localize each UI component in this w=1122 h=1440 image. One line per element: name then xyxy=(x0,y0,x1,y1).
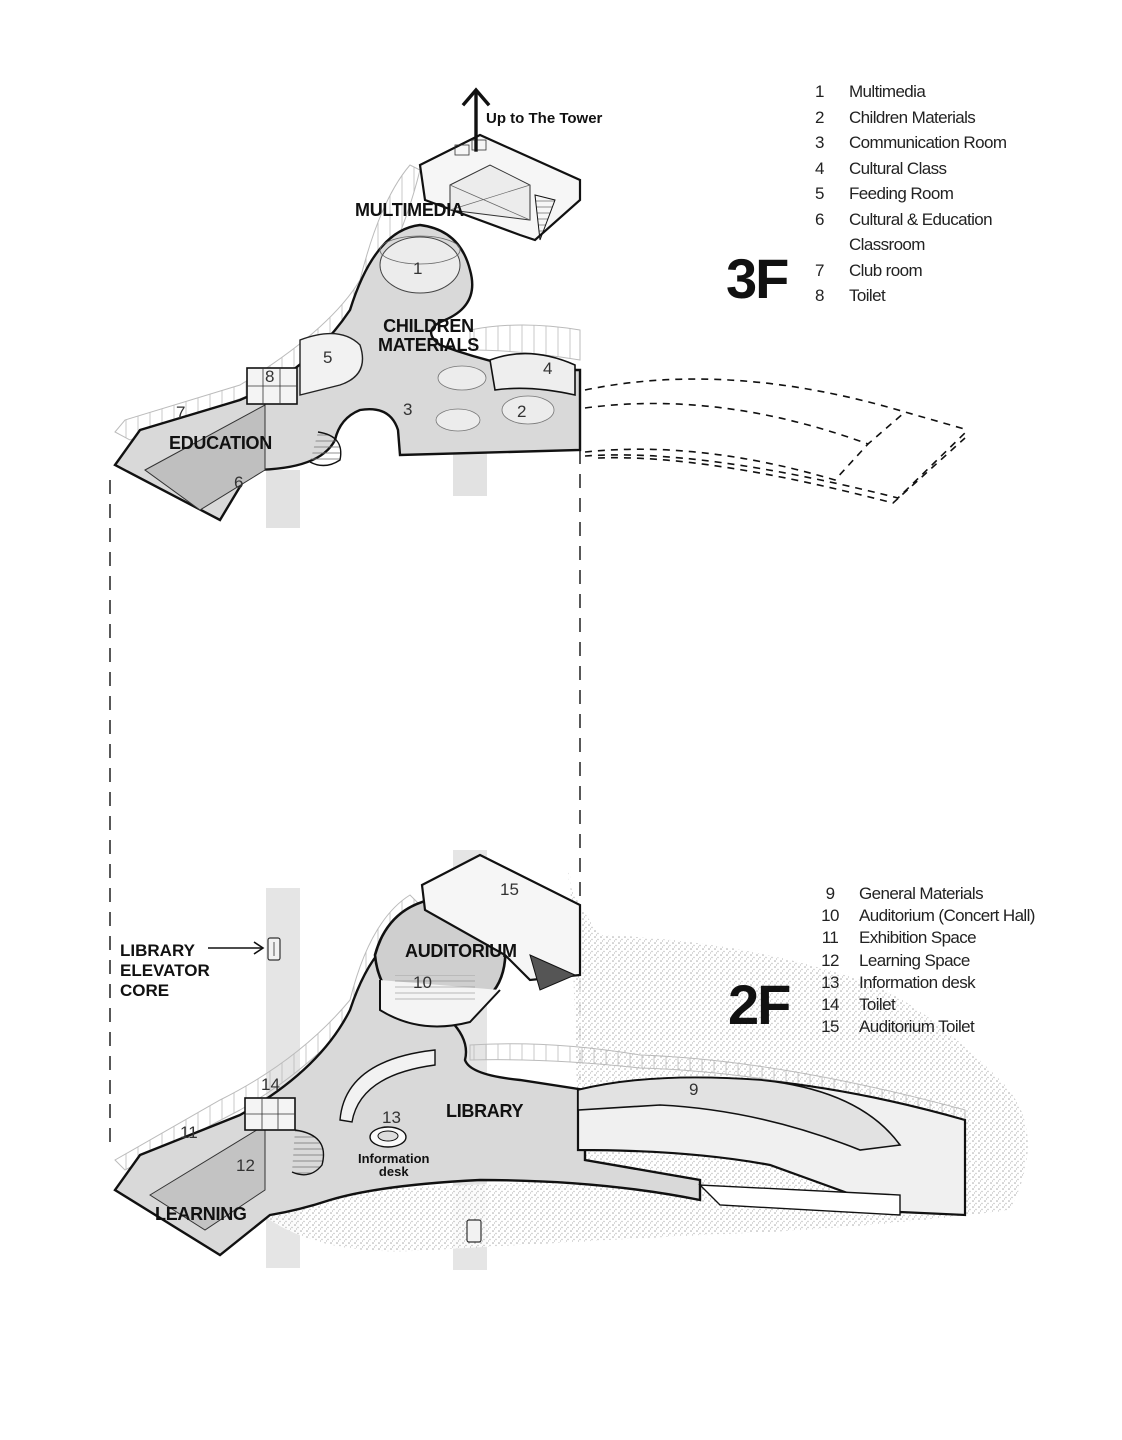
room-number-6: 6 xyxy=(234,473,244,492)
room-number-7: 7 xyxy=(176,403,186,422)
zone-children-materials: CHILDREN MATERIALS xyxy=(378,317,479,355)
ground-elevator-icon xyxy=(466,1219,482,1243)
zone-library: LIBRARY xyxy=(446,1101,524,1121)
room-number-10: 10 xyxy=(413,973,432,992)
room-number-9: 9 xyxy=(689,1080,699,1099)
room-number-5: 5 xyxy=(323,348,333,367)
floor-plate-3f xyxy=(113,133,582,522)
room-number-4: 4 xyxy=(543,359,553,378)
room-number-13: 13 xyxy=(382,1108,401,1127)
info-desk-label: Information desk xyxy=(358,1151,430,1179)
bridge-outline-3f xyxy=(584,378,969,504)
zone-learning: LEARNING xyxy=(155,1204,247,1224)
room-number-14: 14 xyxy=(261,1075,280,1094)
elevator-arrow-icon xyxy=(208,941,265,955)
floor-plate-2f xyxy=(113,853,1028,1257)
room-number-15: 15 xyxy=(500,880,519,899)
elevator-core-label: LIBRARY ELEVATOR CORE xyxy=(120,941,210,1000)
zone-children-line2: MATERIALS xyxy=(378,335,479,355)
floor-tag-3f: 3F xyxy=(726,247,789,310)
elevator-icon xyxy=(267,937,281,961)
room-number-8: 8 xyxy=(265,367,275,386)
room-number-11: 11 xyxy=(180,1123,198,1142)
zone-children-line1: CHILDREN xyxy=(383,316,474,336)
tower-annotation: Up to The Tower xyxy=(486,110,603,127)
zone-auditorium: AUDITORIUM xyxy=(405,941,517,961)
projection-lines xyxy=(109,450,581,1150)
room-number-3: 3 xyxy=(403,400,413,419)
floor-tag-2f: 2F xyxy=(728,973,791,1036)
room-number-1: 1 xyxy=(413,259,423,278)
up-arrow-icon xyxy=(461,87,491,152)
room-number-12: 12 xyxy=(236,1156,255,1175)
zone-education: EDUCATION xyxy=(169,433,272,453)
room-number-2: 2 xyxy=(517,402,527,421)
zone-multimedia: MULTIMEDIA xyxy=(355,200,464,220)
legend-row: Classroom xyxy=(849,235,925,254)
